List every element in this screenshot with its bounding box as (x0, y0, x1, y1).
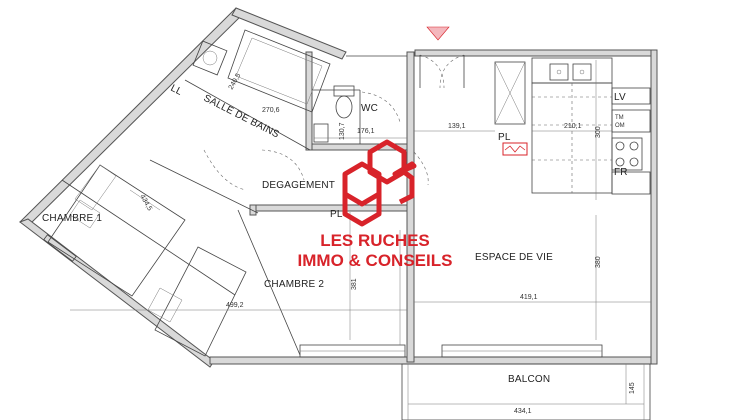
wc-toilet (333, 85, 355, 119)
bed-chambre2 (147, 246, 247, 357)
label-wc: WC (361, 103, 378, 114)
dim-434-1: 434,1 (514, 408, 532, 415)
label-balcon: BALCON (508, 374, 550, 385)
cooktop (611, 137, 643, 171)
bed-chambre1 (47, 164, 186, 297)
dim-270-6: 270,6 (262, 107, 280, 114)
label-om: OM (615, 123, 625, 129)
label-pl-chambre2: PL (330, 209, 343, 220)
dim-210-1: 210,1 (564, 123, 582, 130)
dim-176-1: 176,1 (357, 128, 375, 135)
dim-240-5: 240,5 (228, 72, 243, 91)
label-chambre2: CHAMBRE 2 (264, 279, 324, 290)
wc-handbasin (313, 123, 329, 143)
dim-381: 381 (351, 278, 358, 290)
exterior-walls (18, 7, 658, 368)
windows (43, 234, 603, 358)
dim-499-2: 499,2 (226, 302, 244, 309)
label-salle-de-bains: SALLE DE BAINS (202, 93, 281, 141)
bathtub (227, 29, 331, 113)
dim-300: 300 (595, 126, 602, 138)
label-degagement: DEGAGEMENT (262, 180, 335, 191)
logo-line2: IMMO & CONSEILS (298, 251, 453, 270)
dimension-lines (70, 60, 651, 405)
label-espace-de-vie: ESPACE DE VIE (475, 252, 553, 263)
kitchen-sink (549, 63, 592, 81)
electrical-panel (502, 142, 528, 156)
dim-145: 145 (629, 382, 636, 394)
label-pl-entry: PL (498, 132, 511, 143)
entry-marker-icon (426, 26, 450, 41)
dim-419-1: 419,1 (520, 294, 538, 301)
logo-line1: LES RUCHES (320, 231, 430, 250)
interior-partitions (61, 55, 407, 356)
label-lv: LV (614, 92, 626, 103)
dim-130-7: 130,7 (339, 122, 346, 140)
label-ll: LL (169, 83, 184, 98)
kitchen-appliance-column (611, 87, 651, 195)
dim-380: 380 (595, 256, 602, 268)
storage-cupboard (494, 61, 526, 125)
label-tm: TM (615, 115, 624, 121)
dim-139-1: 139,1 (448, 123, 466, 130)
les-ruches-logo: LES RUCHES IMMO & CONSEILS (298, 139, 453, 270)
label-chambre1: CHAMBRE 1 (42, 213, 102, 224)
hexagon-logo-icon (342, 139, 417, 227)
door-swings (203, 54, 465, 191)
sink-basin (192, 40, 228, 76)
dim-434-5: 434,5 (138, 194, 153, 213)
label-fr: FR (614, 167, 628, 178)
balcony (401, 363, 651, 420)
